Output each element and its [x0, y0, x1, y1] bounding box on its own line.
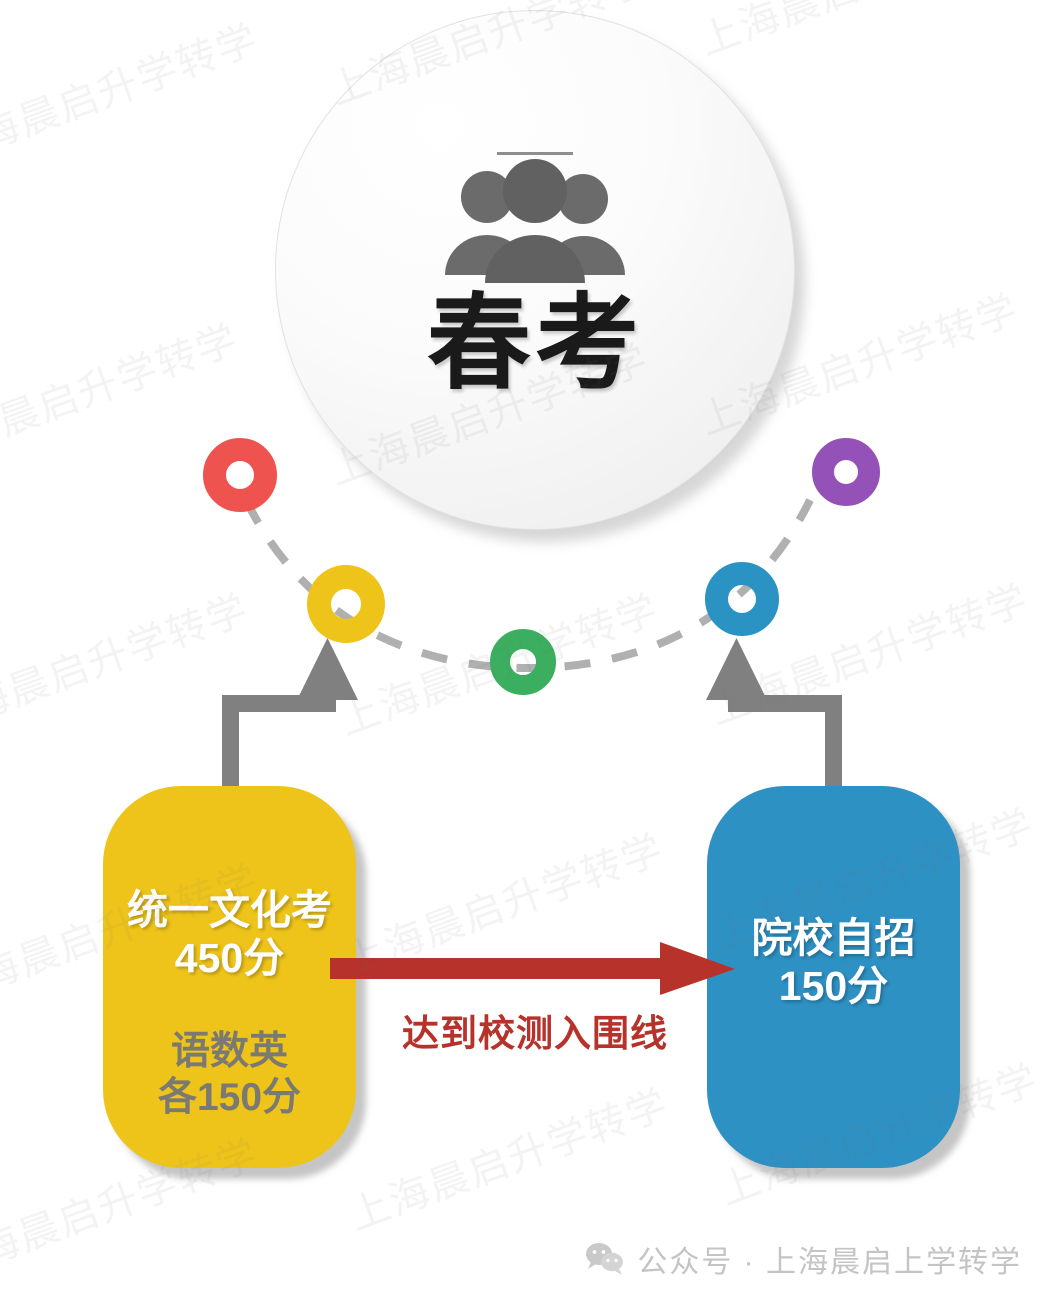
marker-green[interactable] [490, 629, 556, 695]
card-unified-exam-title-text: 统一文化考 [127, 887, 332, 933]
marker-yellow[interactable] [307, 565, 385, 643]
marker-blue[interactable] [705, 562, 779, 636]
watermark-text: 上海晨启升学转学 [0, 17, 265, 174]
hero-title: 春考 [426, 286, 643, 402]
hero-circle-face: 春考 [275, 10, 795, 530]
connector-left [222, 638, 358, 790]
watermark-text: 上海晨启升学转学 [338, 827, 670, 984]
flow-arrow-icon [330, 942, 735, 995]
people-group-icon [444, 152, 625, 283]
marker-purple[interactable] [812, 438, 880, 506]
footer-text: 公众号 · 上海晨启上学转学 [637, 1246, 1022, 1279]
card-school-admission-title-text: 院校自招 [751, 915, 916, 961]
footer: 公众号 · 上海晨启上学转学 [585, 1237, 1022, 1281]
card-unified-exam-subject-score: 各150分 [157, 1075, 302, 1119]
hero-circle: 春考 [275, 10, 805, 542]
card-unified-exam-detail: 语数英 各150分 [158, 1029, 301, 1121]
card-unified-exam-subjects: 语数英 [170, 1029, 288, 1073]
wechat-icon [586, 1243, 624, 1275]
watermark-text: 上海晨启升学转学 [343, 1082, 675, 1239]
watermark-text: 上海晨启升学转学 [0, 317, 245, 474]
connector-right [706, 638, 842, 790]
card-unified-exam-score: 450分 [174, 935, 285, 982]
card-unified-exam[interactable]: 统一文化考 450分 语数英 各150分 [103, 786, 356, 1168]
card-unified-exam-title: 统一文化考 450分 [127, 886, 332, 983]
watermark-text: 上海晨启升学转学 [0, 587, 255, 744]
marker-red[interactable] [203, 438, 277, 512]
flow-arrow-label: 达到校测入围线 [402, 1013, 668, 1054]
card-school-admission[interactable]: 院校自招 150分 [707, 786, 960, 1168]
card-school-admission-title: 院校自招 150分 [752, 914, 916, 1011]
card-school-admission-score: 150分 [778, 963, 889, 1010]
